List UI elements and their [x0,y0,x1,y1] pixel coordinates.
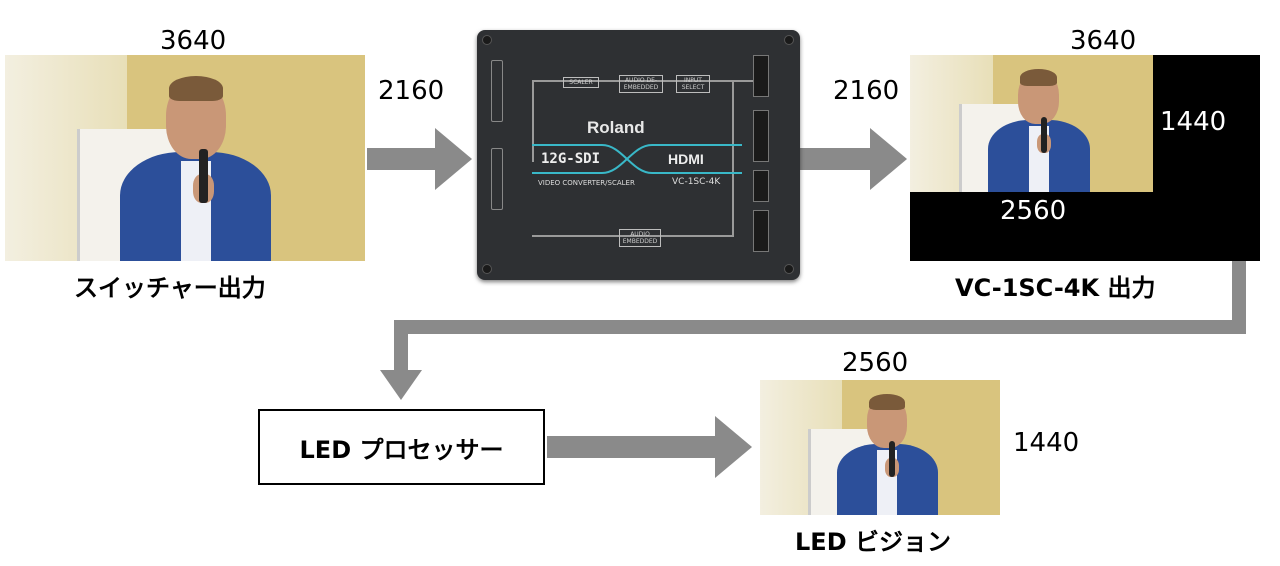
right-connector-4 [753,210,769,252]
output-height-label: 2160 [833,76,899,106]
vision-width-label: 2560 [842,348,908,378]
vc-1sc-4k-device: SCALER AUDIO DE-EMBEDDED INPUT SELECT AU… [477,30,800,280]
left-connector-1 [491,60,503,122]
scaler-block: SCALER [563,77,599,88]
arrow-switcher-to-device [367,128,472,190]
switcher-output-image [5,55,365,261]
vc-output-frame: 1440 2560 [910,55,1260,261]
led-processor-box: LED プロセッサー [258,409,545,485]
arrow-processor-to-vision [547,416,752,478]
audio-embedded-block: AUDIO EMBEDDED [619,229,661,247]
output-width-label: 3640 [1070,26,1136,56]
right-connector-2 [753,110,769,162]
device-model: VC-1SC-4K [672,177,720,187]
device-output-label: HDMI [668,151,704,167]
vision-height-label: 1440 [1013,428,1079,458]
led-processor-label: LED プロセッサー [300,430,504,465]
switcher-width-label: 3640 [160,26,226,56]
arrow-device-to-output [798,128,907,190]
input-select-block: INPUT SELECT [676,75,710,93]
left-connector-2 [491,148,503,210]
led-vision-caption: LED ビジョン [795,522,951,557]
device-input-label: 12G-SDI [541,151,600,167]
led-vision-image [760,380,1000,515]
audio-de-embedded-block: AUDIO DE-EMBEDDED [619,75,663,93]
output-inner-width-label: 2560 [1000,196,1066,226]
roland-logo: Roland [587,118,645,138]
output-inner-height-label: 1440 [1160,107,1226,137]
right-connector-3 [753,170,769,202]
switcher-caption: スイッチャー出力 [74,268,266,303]
right-connector-1 [753,55,769,97]
vc-output-inner-image [910,55,1153,192]
vc-output-caption: VC-1SC-4K 出力 [955,268,1155,303]
switcher-height-label: 2160 [378,76,444,106]
device-subtitle: VIDEO CONVERTER/SCALER [538,179,635,187]
